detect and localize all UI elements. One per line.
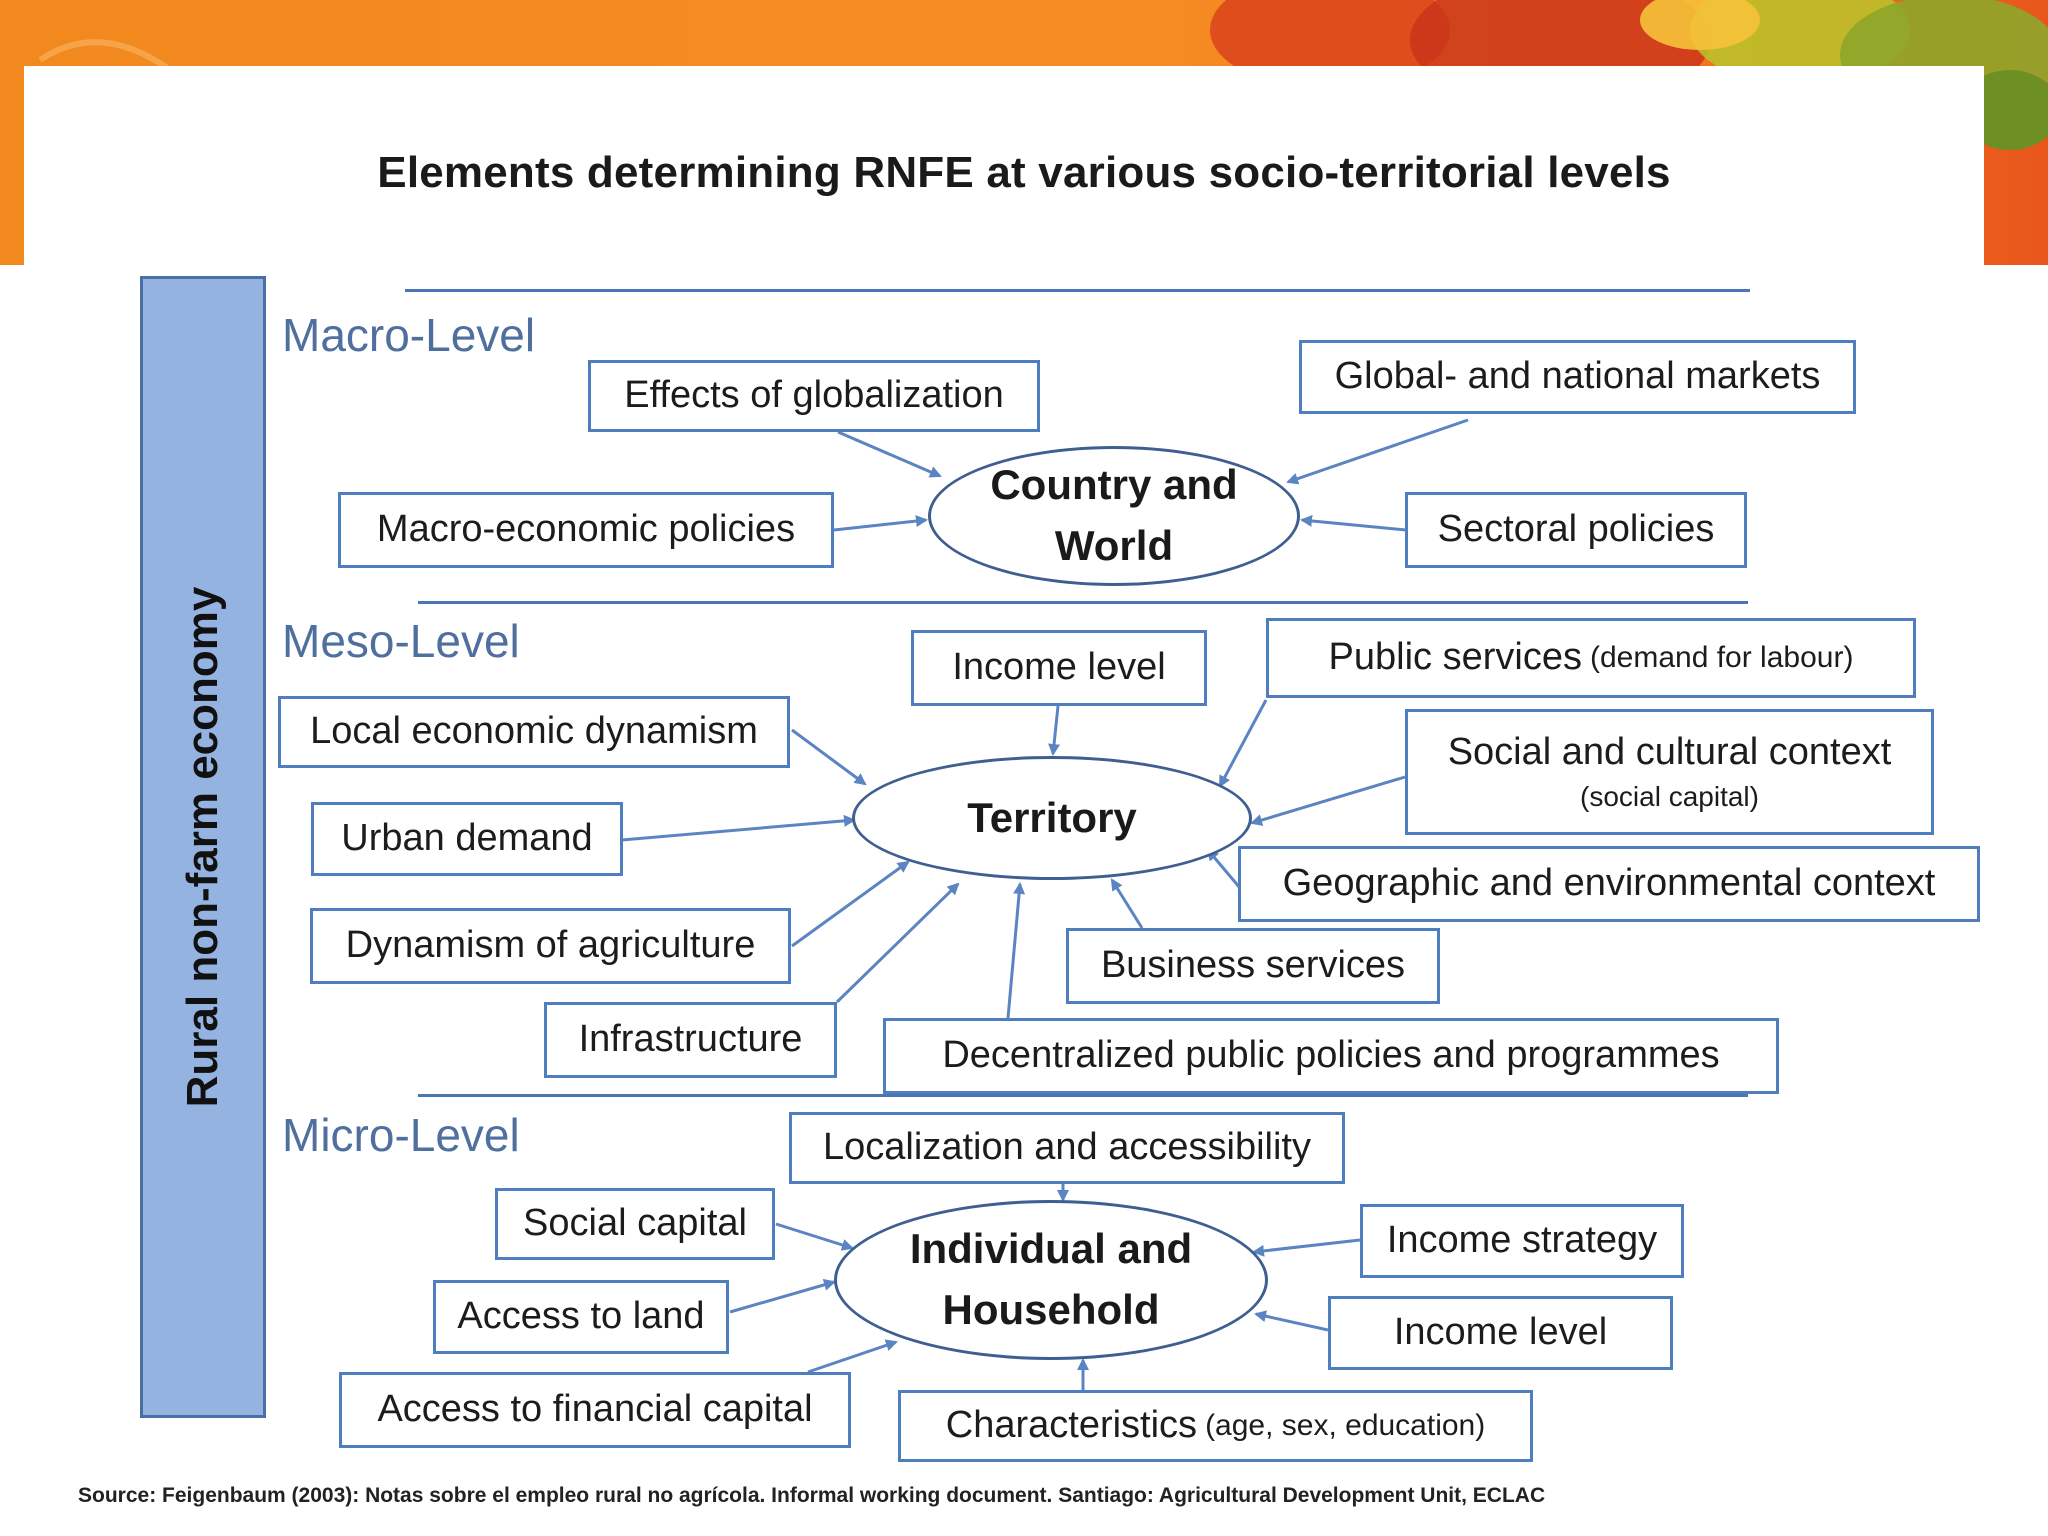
factor-access-to-land: Access to land: [433, 1280, 729, 1354]
factor-markets: Global- and national markets: [1299, 340, 1856, 414]
micro-center-line1: Individual and: [909, 1225, 1193, 1273]
micro-center-ellipse: Individual and Household: [834, 1200, 1268, 1360]
arrow-financial: [807, 1339, 898, 1374]
micro-center-line2: Household: [942, 1286, 1160, 1333]
arrow-income-strategy: [1252, 1238, 1361, 1257]
arrow-geographic: [1206, 848, 1242, 889]
factor-characteristics: Characteristics (age, sex, education): [898, 1390, 1533, 1462]
factor-infrastructure: Infrastructure: [544, 1002, 837, 1078]
meso-center-label: Territory: [967, 793, 1137, 841]
arrow-decentralized: [1006, 882, 1026, 1019]
characteristics-note: (age, sex, education): [1205, 1408, 1486, 1442]
social-context-note: (social capital): [1580, 780, 1759, 812]
arrow-business: [1110, 878, 1144, 929]
characteristics-label: Characteristics: [945, 1404, 1198, 1447]
arrow-markets: [1286, 418, 1469, 485]
arrow-micro-income: [1254, 1310, 1329, 1332]
factor-sectoral-policies: Sectoral policies: [1405, 492, 1747, 568]
arrow-globalization: [837, 430, 942, 478]
arrow-local-dynamism: [791, 728, 867, 786]
factor-macro-policies: Macro-economic policies: [338, 492, 834, 568]
arrow-sectoral: [1300, 514, 1407, 532]
meso-divider: [418, 601, 1748, 604]
factor-agriculture: Dynamism of agriculture: [310, 908, 791, 984]
factor-localization: Localization and accessibility: [789, 1112, 1345, 1184]
factor-geographic-context: Geographic and environmental context: [1238, 846, 1980, 922]
factor-meso-income-level: Income level: [911, 630, 1207, 706]
arrow-social-capital: [775, 1222, 854, 1251]
side-bar: [140, 276, 266, 1418]
public-services-note: (demand for labour): [1589, 640, 1854, 674]
factor-social-capital: Social capital: [495, 1188, 775, 1260]
arrow-social-context: [1250, 775, 1406, 826]
diagram-title: Elements determining RNFE at various soc…: [377, 148, 1671, 197]
factor-micro-income-level: Income level: [1328, 1296, 1673, 1370]
meso-level-label: Meso-Level: [282, 615, 520, 667]
factor-income-strategy: Income strategy: [1360, 1204, 1684, 1278]
source-citation: Source: Feigenbaum (2003): Notas sobre e…: [78, 1484, 1546, 1507]
macro-center-line2: World: [1054, 522, 1174, 569]
arrow-macro-policies: [833, 515, 928, 532]
meso-center-ellipse: Territory: [852, 756, 1252, 880]
public-services-label: Public services: [1328, 636, 1582, 679]
factor-financial-capital: Access to financial capital: [339, 1372, 851, 1448]
arrow-agriculture: [791, 860, 910, 948]
macro-divider: [405, 289, 1750, 292]
arrow-public-services: [1218, 699, 1268, 788]
factor-globalization: Effects of globalization: [588, 360, 1040, 432]
macro-center-ellipse: Country and World: [928, 446, 1300, 586]
factor-business-services: Business services: [1066, 928, 1440, 1004]
macro-level-label: Macro-Level: [282, 309, 536, 361]
factor-social-context: Social and cultural context (social capi…: [1405, 709, 1934, 835]
macro-center-line1: Country and: [990, 461, 1238, 509]
factor-urban-demand: Urban demand: [311, 802, 623, 876]
micro-divider: [418, 1094, 1748, 1097]
arrow-access-land: [729, 1279, 836, 1314]
arrow-urban-demand: [621, 814, 856, 842]
arrow-infrastructure: [835, 882, 960, 1004]
factor-local-dynamism: Local economic dynamism: [278, 696, 790, 768]
factor-decentralized-policies: Decentralized public policies and progra…: [883, 1018, 1779, 1094]
micro-level-label: Micro-Level: [282, 1109, 520, 1161]
factor-public-services: Public services (demand for labour): [1266, 618, 1916, 698]
social-context-label: Social and cultural context: [1447, 731, 1892, 774]
arrow-meso-income: [1048, 705, 1061, 756]
